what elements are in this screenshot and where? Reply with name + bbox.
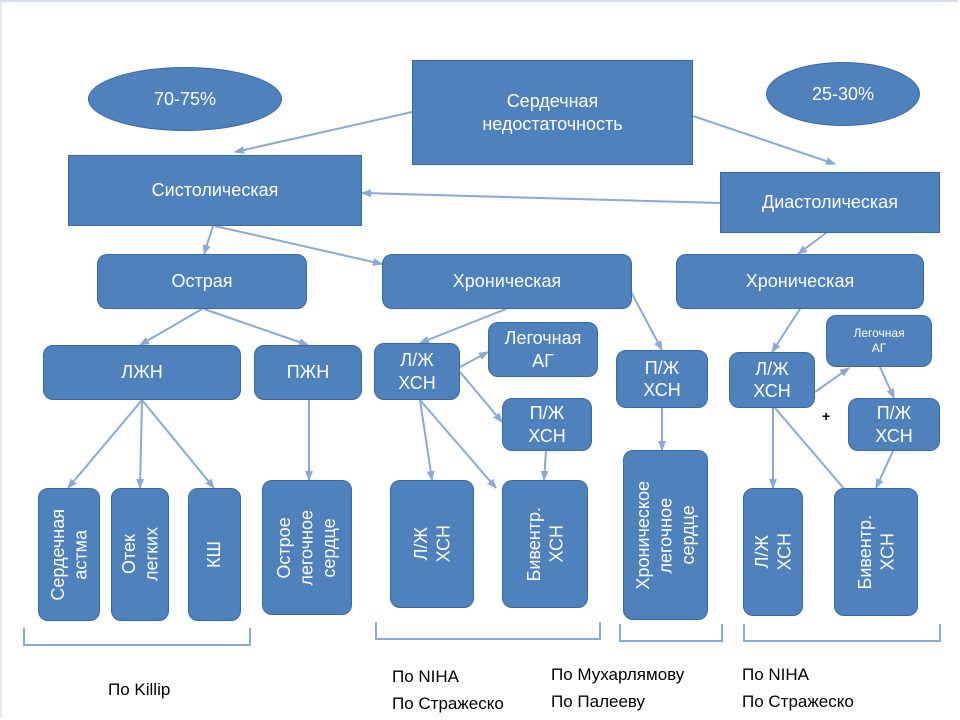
arrow-dchronic-lv <box>771 308 801 353</box>
chronic-pulmonary-heart-label: Хроническое легочное сердце <box>632 480 698 590</box>
diastolic-lv-hsn-box: Л/Ж ХСН <box>729 352 815 408</box>
arrow-dlv-biventr <box>774 407 853 499</box>
biventr-hsn-box: Бивентр. ХСН <box>502 480 588 608</box>
ellipse-diastolic-share: 25-30% <box>766 62 920 126</box>
bracket-killip <box>23 628 251 646</box>
acute-box: Острая <box>97 254 307 309</box>
systolic-box: Систолическая <box>68 155 362 226</box>
arrow-lv-lvbottom <box>419 399 435 481</box>
arrow-lzhn-ksh <box>141 399 215 489</box>
diastolic-biventr-hsn-label: Бивентр. ХСН <box>854 514 898 590</box>
lzhn-box: ЛЖН <box>43 345 241 400</box>
arrow-lzhn-edema <box>136 399 145 489</box>
lv-hsn-bottom-label: Л/Ж ХСН <box>410 525 454 563</box>
diastolic-biventr-hsn-box: Бивентр. ХСН <box>834 488 918 616</box>
bracket-niha-2 <box>743 624 941 642</box>
arrow-lv-pulm-ag <box>459 351 489 368</box>
diastolic-lv-hsn-bottom-label: Л/Ж ХСН <box>751 533 795 571</box>
arrow-dlv-pulm-ag <box>814 367 850 393</box>
caption-killip: По Killip <box>108 680 171 699</box>
bracket-niha-1 <box>375 622 601 640</box>
lv-hsn-box: Л/Ж ХСН <box>374 343 460 400</box>
lv-hsn-bottom-box: Л/Ж ХСН <box>390 480 474 608</box>
arrow-lzhn-asthma <box>67 399 143 489</box>
arrow-diastolic-chronic <box>797 232 827 255</box>
ksh-box: КШ <box>188 488 241 621</box>
arrow-systolic-chronic <box>214 225 383 266</box>
arrow-lv-biventr <box>419 399 497 489</box>
chronic-pulmonary-heart-box: Хроническое легочное сердце <box>623 450 708 620</box>
arrow-drv-biventr <box>875 450 894 489</box>
arrow-root-diastolic <box>692 115 836 165</box>
caption-mukharlyamov: По Мухарлямову По Палееву <box>551 665 685 711</box>
root-heart-failure: Сердечная недостаточность <box>412 60 693 165</box>
bracket-mukharlyamov <box>619 624 723 642</box>
arrow-systolic-acute <box>202 225 214 255</box>
cardiac-asthma-label: Сердечная астма <box>47 508 91 601</box>
acute-pulmonary-heart-label: Острое легочное сердце <box>274 509 340 586</box>
arrow-diastolic-systolic <box>361 189 721 204</box>
rv-hsn-box: П/Ж ХСН <box>502 398 592 451</box>
arrow-root-systolic <box>234 111 413 154</box>
arrow-rv-biventr <box>540 450 549 481</box>
biventr-hsn-label: Бивентр. ХСН <box>523 506 567 582</box>
ellipse-systolic-share: 70-75% <box>88 67 282 131</box>
cardiac-asthma-box: Сердечная астма <box>38 488 100 621</box>
diastolic-chronic-box: Хроническая <box>676 254 924 309</box>
rv-hsn-top-box: П/Ж ХСН <box>616 350 708 408</box>
pulmonary-edema-box: Отек легких <box>111 488 169 621</box>
acute-pulmonary-heart-box: Острое легочное сердце <box>262 480 352 615</box>
diastolic-lv-hsn-bottom-box: Л/Ж ХСН <box>743 488 803 616</box>
diastolic-pulmonary-ag-box: Легочная АГ <box>826 315 932 367</box>
diastolic-box: Диастолическая <box>720 172 940 233</box>
arrow-acute-lzhn <box>139 308 203 346</box>
arrow-chronic-rv <box>629 289 663 351</box>
systolic-chronic-box: Хроническая <box>382 254 632 309</box>
arrow-acute-pzhn <box>203 308 309 346</box>
pulmonary-ag-box: Легочная АГ <box>488 322 598 377</box>
pzhn-box: ПЖН <box>254 345 362 400</box>
diastolic-rv-hsn-box: П/Ж ХСН <box>848 398 940 451</box>
pulmonary-edema-label: Отек легких <box>118 527 162 582</box>
caption-niha-1: По NIHA По Стражеско <box>392 667 504 713</box>
arrow-chronic-lv <box>419 308 507 344</box>
caption-niha-2: По NIHA По Стражеско <box>742 665 854 711</box>
ksh-label: КШ <box>204 541 225 568</box>
plus-sign: + <box>822 408 831 424</box>
arrow-lv-rv <box>459 371 503 423</box>
arrow-dpulm-rv <box>879 366 895 399</box>
